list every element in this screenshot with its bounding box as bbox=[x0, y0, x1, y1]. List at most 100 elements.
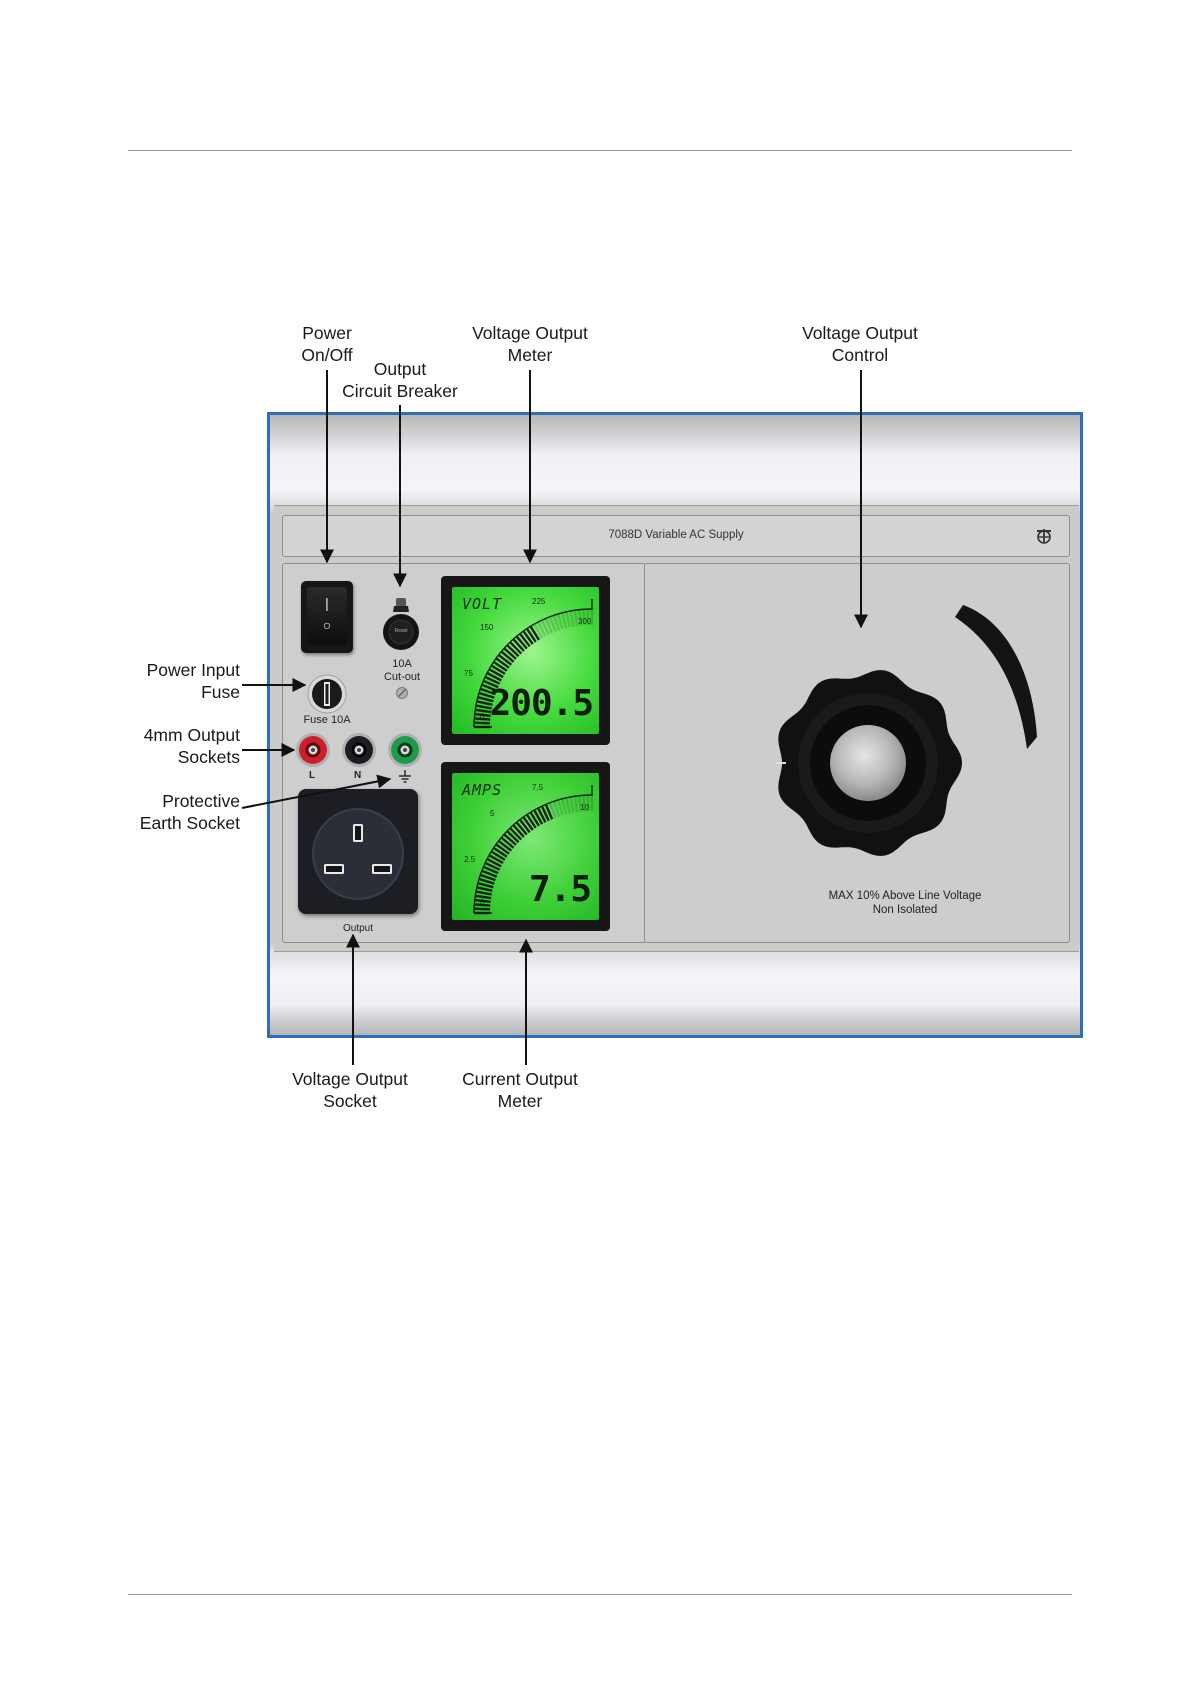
voltage-arc-segment bbox=[540, 619, 550, 636]
voltage-arc-segment bbox=[569, 610, 575, 627]
current-arc-segment bbox=[548, 802, 557, 819]
voltage-arc-segment bbox=[500, 650, 515, 663]
voltage-output-socket[interactable] bbox=[298, 789, 418, 914]
current-reading: 7.5 bbox=[528, 869, 592, 910]
current-arc-segment bbox=[492, 846, 508, 858]
voltage-arc-segment bbox=[552, 614, 561, 631]
footer-rule bbox=[128, 1594, 1072, 1595]
voltage-arc-segment bbox=[561, 612, 568, 629]
voltage-arc-segment bbox=[544, 617, 554, 634]
socket-n-label: N bbox=[354, 770, 362, 781]
power-rocker-switch[interactable]: | ○ bbox=[301, 581, 353, 653]
voltage-arc-segment bbox=[476, 700, 493, 706]
current-arc-segment bbox=[556, 799, 564, 816]
current-arc-segment bbox=[490, 850, 506, 861]
device-front-panel: 7088D Variable AC Supply | ○ bbox=[267, 412, 1083, 1038]
breaker-cap-text: Reset bbox=[394, 628, 408, 634]
current-arc-segment bbox=[544, 803, 554, 820]
current-arc-segment bbox=[540, 805, 550, 822]
voltage-arc-segment bbox=[492, 660, 508, 672]
socket-earth-icon[interactable] bbox=[387, 732, 423, 768]
current-arc-segment bbox=[506, 830, 520, 844]
voltage-arc-segment bbox=[512, 638, 525, 652]
voltage-arc-segment bbox=[529, 625, 540, 641]
current-output-meter: AMPS 0 2.5 5 7.5 10 7.5 bbox=[441, 762, 610, 931]
rocker-face: | ○ bbox=[307, 587, 347, 645]
voltage-arc-segment bbox=[577, 609, 582, 626]
current-arc-segment bbox=[474, 907, 491, 911]
current-arc-segment bbox=[475, 890, 492, 896]
voltage-control-knob[interactable] bbox=[772, 667, 964, 859]
voltage-arc-segment bbox=[477, 696, 494, 703]
title-strip: 7088D Variable AC Supply bbox=[282, 515, 1070, 557]
current-arc-segment bbox=[561, 798, 568, 815]
current-arc-segment bbox=[477, 882, 494, 889]
voltage-arc-segment bbox=[518, 632, 531, 648]
socket-l-label: L bbox=[309, 770, 316, 781]
arrow-protective-earth-socket bbox=[241, 774, 392, 809]
callout-4mm-output-sockets: 4mm Output Sockets bbox=[143, 725, 240, 767]
current-lcd: AMPS 0 2.5 5 7.5 10 7.5 bbox=[452, 773, 599, 920]
voltage-arc-segment bbox=[474, 721, 491, 725]
current-arc-segment bbox=[478, 877, 495, 885]
current-arc-segment bbox=[522, 816, 534, 831]
voltage-arc-segment bbox=[586, 609, 590, 626]
voltage-arc-outline bbox=[473, 599, 593, 728]
voltage-arc-segment bbox=[486, 671, 502, 682]
current-scale-arc bbox=[473, 785, 594, 915]
voltage-unit-label: VOLT bbox=[462, 595, 503, 613]
current-arc-segment bbox=[482, 865, 499, 875]
callout-output-circuit-breaker: Output Circuit Breaker bbox=[342, 359, 458, 401]
current-arc-segment bbox=[515, 821, 528, 836]
fuse-label: Fuse 10A bbox=[303, 714, 351, 726]
voltage-arc-segment bbox=[565, 611, 571, 628]
callout-voltage-output-socket: Voltage Output Socket bbox=[292, 1069, 408, 1111]
voltage-arc-segment bbox=[479, 687, 496, 696]
fuse-holder-icon[interactable] bbox=[303, 674, 351, 714]
off-symbol-icon: ○ bbox=[322, 617, 332, 633]
current-arc-segment bbox=[586, 795, 590, 812]
current-arc-segment bbox=[476, 886, 493, 892]
voltage-arc-segment bbox=[515, 635, 528, 650]
manufacturer-logo-icon bbox=[1037, 529, 1051, 544]
voltage-arc-segment bbox=[509, 641, 523, 655]
voltage-arc-segment bbox=[490, 664, 506, 675]
current-arc-outline bbox=[473, 785, 593, 914]
voltage-arc-segment bbox=[536, 621, 547, 637]
socket-l-icon[interactable] bbox=[295, 732, 331, 768]
current-arc-segment bbox=[512, 824, 525, 838]
warning-text: MAX 10% Above Line Voltage Non Isolated bbox=[795, 889, 1015, 917]
voltage-tick-label-3: 225 bbox=[532, 597, 546, 606]
voltage-arc-segment bbox=[525, 627, 537, 643]
voltage-arc-segment bbox=[556, 613, 564, 630]
voltage-arc-segment bbox=[484, 675, 501, 685]
circuit-breaker-icon[interactable] bbox=[381, 598, 421, 656]
current-arc-segment bbox=[495, 843, 510, 855]
breaker-label: 10A Cut-out bbox=[383, 658, 421, 683]
current-arc-segment bbox=[577, 795, 582, 812]
voltage-arc-segment bbox=[474, 712, 491, 717]
voltage-arc-segment bbox=[481, 683, 498, 692]
current-arc-segment bbox=[518, 818, 531, 834]
current-arc-segment bbox=[474, 898, 491, 903]
current-arc-segment bbox=[536, 807, 547, 823]
current-arc-segment bbox=[488, 854, 504, 865]
voltage-arc-segment bbox=[488, 668, 504, 679]
screw-icon bbox=[396, 687, 408, 699]
voltage-reading: 200.5 bbox=[489, 683, 594, 724]
socket-n-icon[interactable] bbox=[341, 732, 377, 768]
voltage-tick-label-4: 300 bbox=[578, 617, 592, 626]
current-arc-segment bbox=[475, 894, 492, 900]
voltage-arc-segment bbox=[506, 644, 520, 658]
voltage-arc-segment bbox=[474, 717, 491, 721]
voltage-arc-segment bbox=[522, 630, 534, 645]
current-unit-label: AMPS bbox=[462, 781, 503, 799]
current-arc-segment bbox=[582, 795, 586, 812]
current-arc-segment bbox=[486, 857, 502, 868]
current-arc-segment bbox=[569, 796, 575, 813]
current-arc-segment bbox=[484, 861, 501, 871]
voltage-output-meter: VOLT 0 75 150 225 300 200.5 bbox=[441, 576, 610, 745]
current-arc-segment bbox=[500, 836, 515, 849]
warning-line-1: MAX 10% Above Line Voltage bbox=[828, 890, 982, 902]
